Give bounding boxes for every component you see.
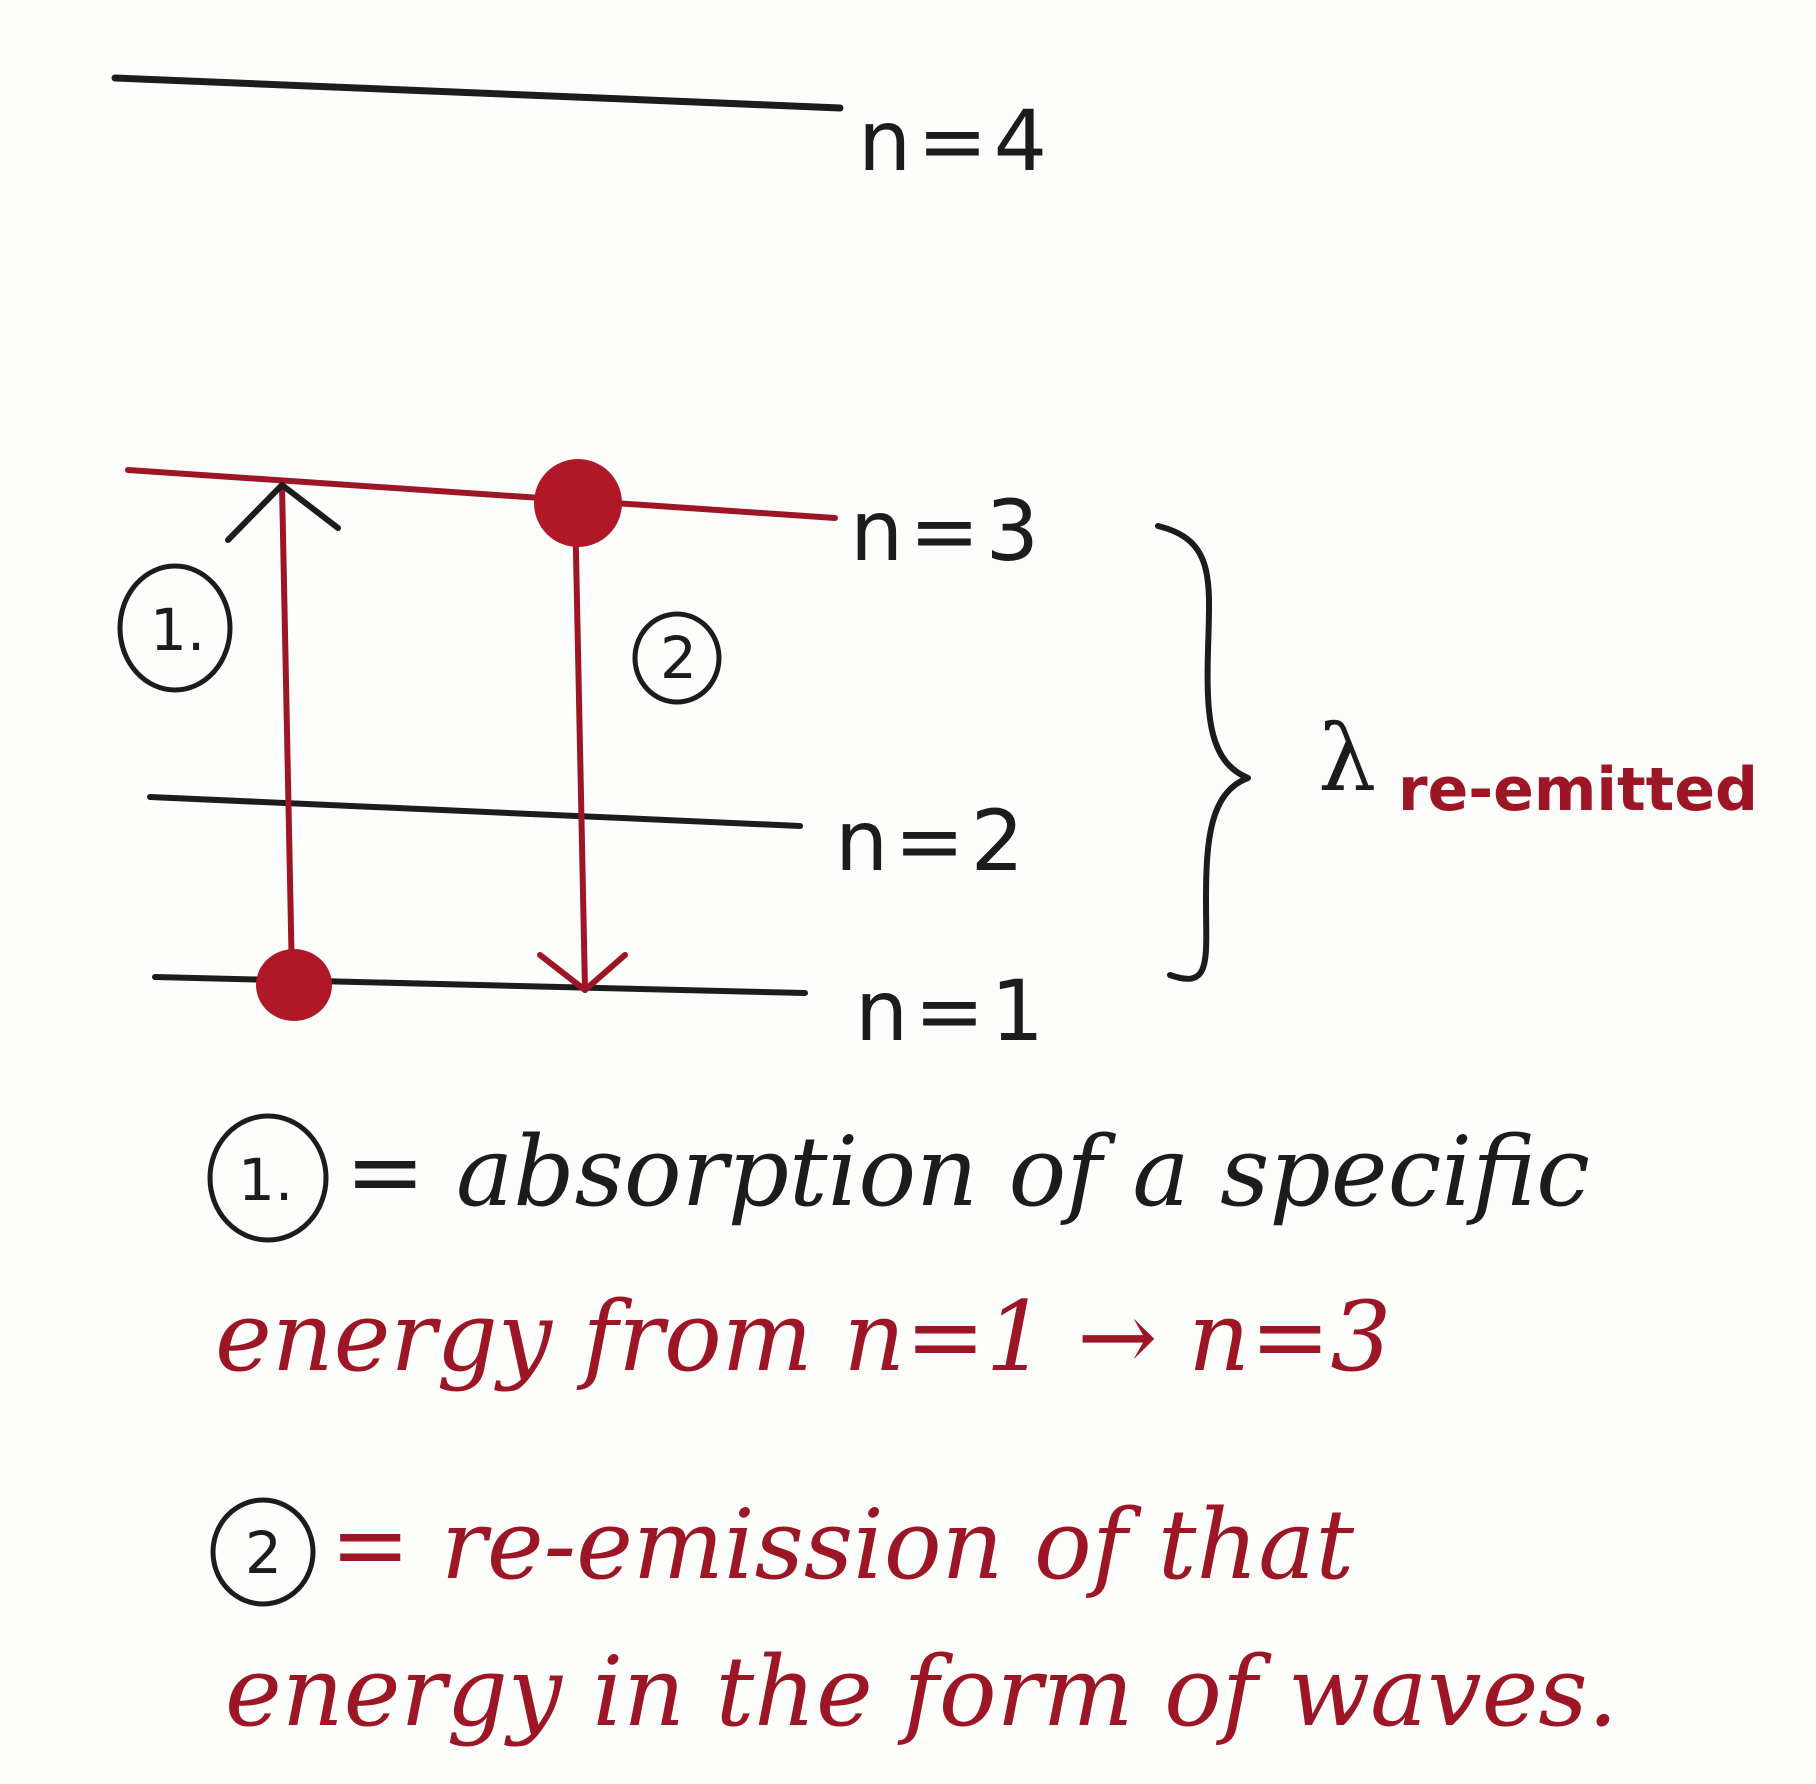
note-1-line-2: energy from n=1 → n=3 <box>215 1281 1391 1393</box>
level-label-n2: n=2 <box>835 792 1030 890</box>
absorption-arrow-shaft <box>279 482 295 981</box>
electron-n1 <box>256 949 332 1021</box>
note-2-line-2: energy in the form of waves. <box>225 1636 1618 1748</box>
level-line-n3 <box>125 467 838 521</box>
level-label-n3: n=3 <box>850 482 1045 580</box>
lambda-label: λ re-emitted <box>1318 705 1758 825</box>
transition-2-marker: 2 <box>632 611 722 705</box>
lambda-subscript: re-emitted <box>1398 755 1758 825</box>
circle-outline-icon <box>207 1113 329 1243</box>
circle-outline-icon <box>117 563 233 693</box>
level-line-n4 <box>111 74 844 112</box>
note-2-number: 2 <box>245 1519 282 1587</box>
level-label-n4: n=4 <box>858 92 1053 190</box>
electron-n3 <box>534 459 622 547</box>
note-1-line-1: = absorption of a specific <box>345 1116 1590 1228</box>
note-1-number: 1. <box>238 1146 293 1214</box>
level-label-n1: n=1 <box>855 962 1050 1060</box>
level-line-n1 <box>152 974 808 996</box>
transition-1-number: 1. <box>150 596 205 664</box>
emission-arrow-shaft <box>572 502 588 993</box>
transition-2-number: 2 <box>660 624 697 692</box>
circle-outline-icon <box>210 1497 316 1607</box>
note-2-line-1: = re-emission of that <box>330 1489 1355 1601</box>
right-brace-icon <box>1155 523 1251 982</box>
circle-outline-icon <box>632 611 722 705</box>
transition-1-marker: 1. <box>117 563 233 693</box>
emission-arrowhead <box>537 952 628 993</box>
level-line-n2 <box>147 794 803 829</box>
absorption-arrowhead <box>225 482 341 543</box>
note-1: 1. = absorption of a specific energy fro… <box>207 1113 1590 1393</box>
note-2: 2 = re-emission of that energy in the fo… <box>210 1489 1618 1748</box>
lambda-symbol: λ <box>1318 705 1376 812</box>
